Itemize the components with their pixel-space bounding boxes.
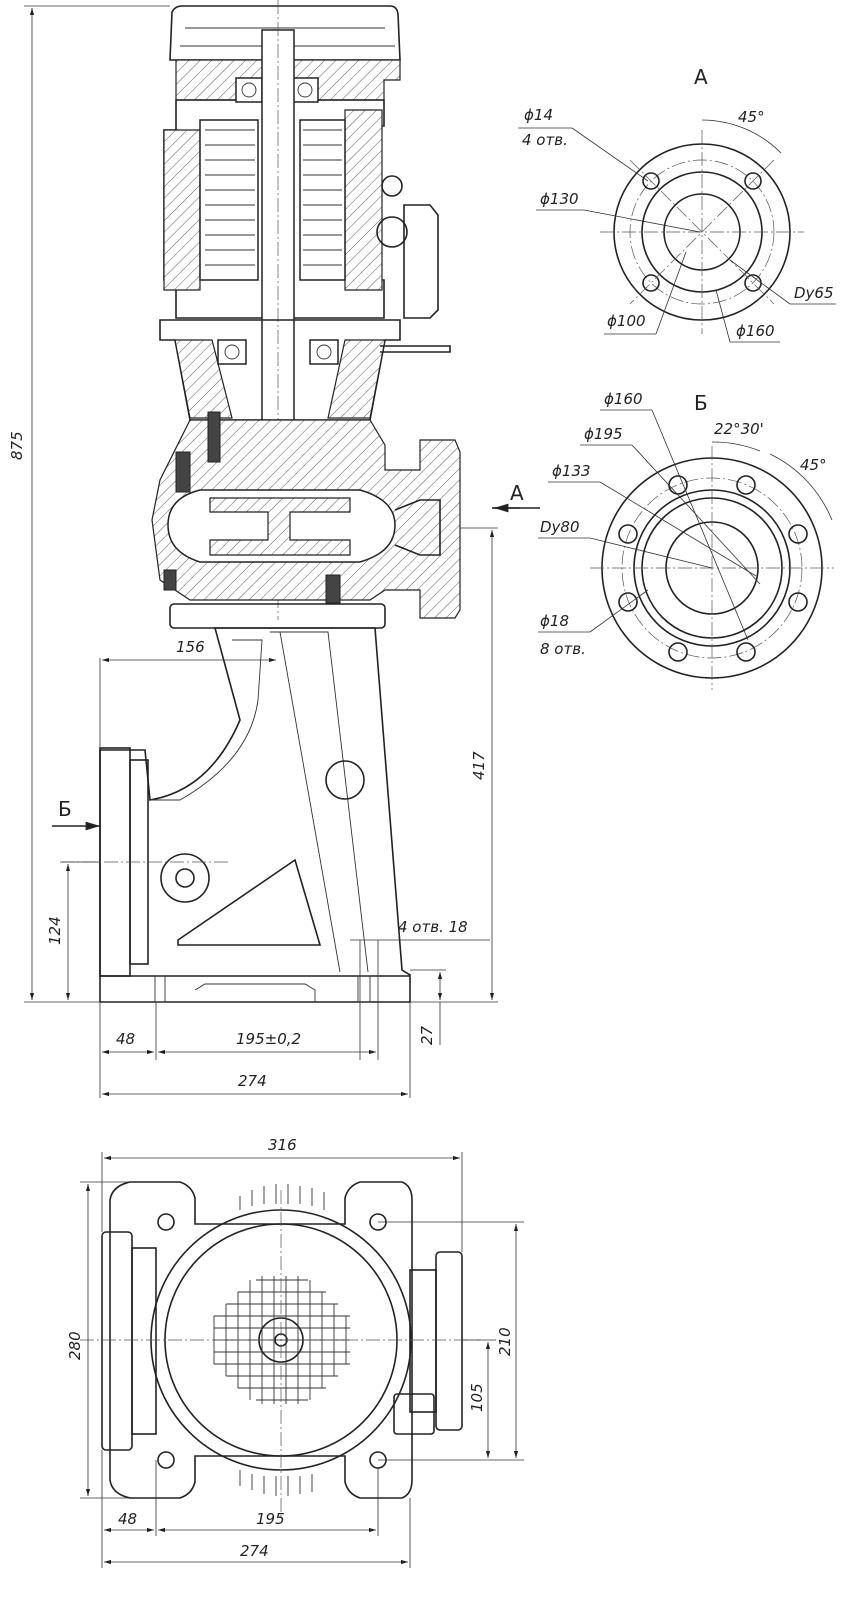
view-a-label: А — [694, 65, 708, 89]
dim-156: 156 — [176, 638, 205, 656]
view-a-angle: 45° — [738, 108, 765, 126]
dim-316: 316 — [268, 1136, 297, 1154]
dim-48-top: 48 — [118, 1510, 137, 1528]
view-b-label: Б — [694, 391, 708, 415]
dim-417: 417 — [470, 751, 488, 780]
dim-124: 124 — [46, 916, 64, 945]
dim-875: 875 — [8, 431, 26, 460]
view-b-outer-dia: ϕ160 — [604, 390, 643, 408]
dim-27: 27 — [418, 1025, 436, 1045]
dim-210: 210 — [496, 1327, 514, 1356]
front-dimensions: 875 417 156 124 4 отв. 18 27 48 195±0,2 — [8, 5, 498, 1098]
front-view — [60, 0, 461, 1003]
dim-274-top: 274 — [240, 1542, 269, 1560]
view-a-hole-dia: ϕ14 — [524, 106, 553, 124]
top-dimensions: 316 280 210 105 48 195 274 — [66, 1136, 524, 1568]
arrow-a-label: А — [510, 481, 524, 505]
view-b-nominal: Dy80 — [540, 518, 580, 536]
dim-48-front: 48 — [116, 1030, 135, 1048]
view-b-angle-1: 22°30' — [714, 420, 764, 438]
view-a-hole-count: 4 отв. — [522, 131, 568, 149]
dim-195-front: 195±0,2 — [236, 1030, 301, 1048]
dim-base-holes: 4 отв. 18 — [398, 918, 468, 936]
view-b-flange-dia: ϕ195 — [584, 425, 623, 443]
dim-195-top: 195 — [256, 1510, 285, 1528]
view-b: Б 22°30' 45° ϕ160 ϕ195 ϕ133 Dy80 ϕ18 — [538, 390, 834, 690]
view-a-nominal: Dy65 — [794, 284, 834, 302]
view-a-bolt-circle: ϕ130 — [540, 190, 579, 208]
view-b-hole-dia: ϕ18 — [540, 612, 569, 630]
dim-280: 280 — [66, 1331, 84, 1360]
dim-274-front: 274 — [238, 1072, 267, 1090]
view-a: А 45° ϕ14 4 отв. ϕ130 ϕ100 ϕ160 Dy65 — [518, 65, 836, 343]
dim-105: 105 — [468, 1383, 486, 1412]
arrow-b-label: Б — [58, 797, 72, 821]
view-b-hole-count: 8 отв. — [540, 640, 586, 658]
section-arrows: А Б — [52, 481, 540, 831]
view-a-outer-dia: ϕ160 — [736, 322, 775, 340]
view-a-inner-dia: ϕ100 — [607, 312, 646, 330]
top-view — [80, 1181, 480, 1520]
view-b-bolt-circle: ϕ133 — [552, 462, 591, 480]
view-b-angle-2: 45° — [800, 456, 827, 474]
